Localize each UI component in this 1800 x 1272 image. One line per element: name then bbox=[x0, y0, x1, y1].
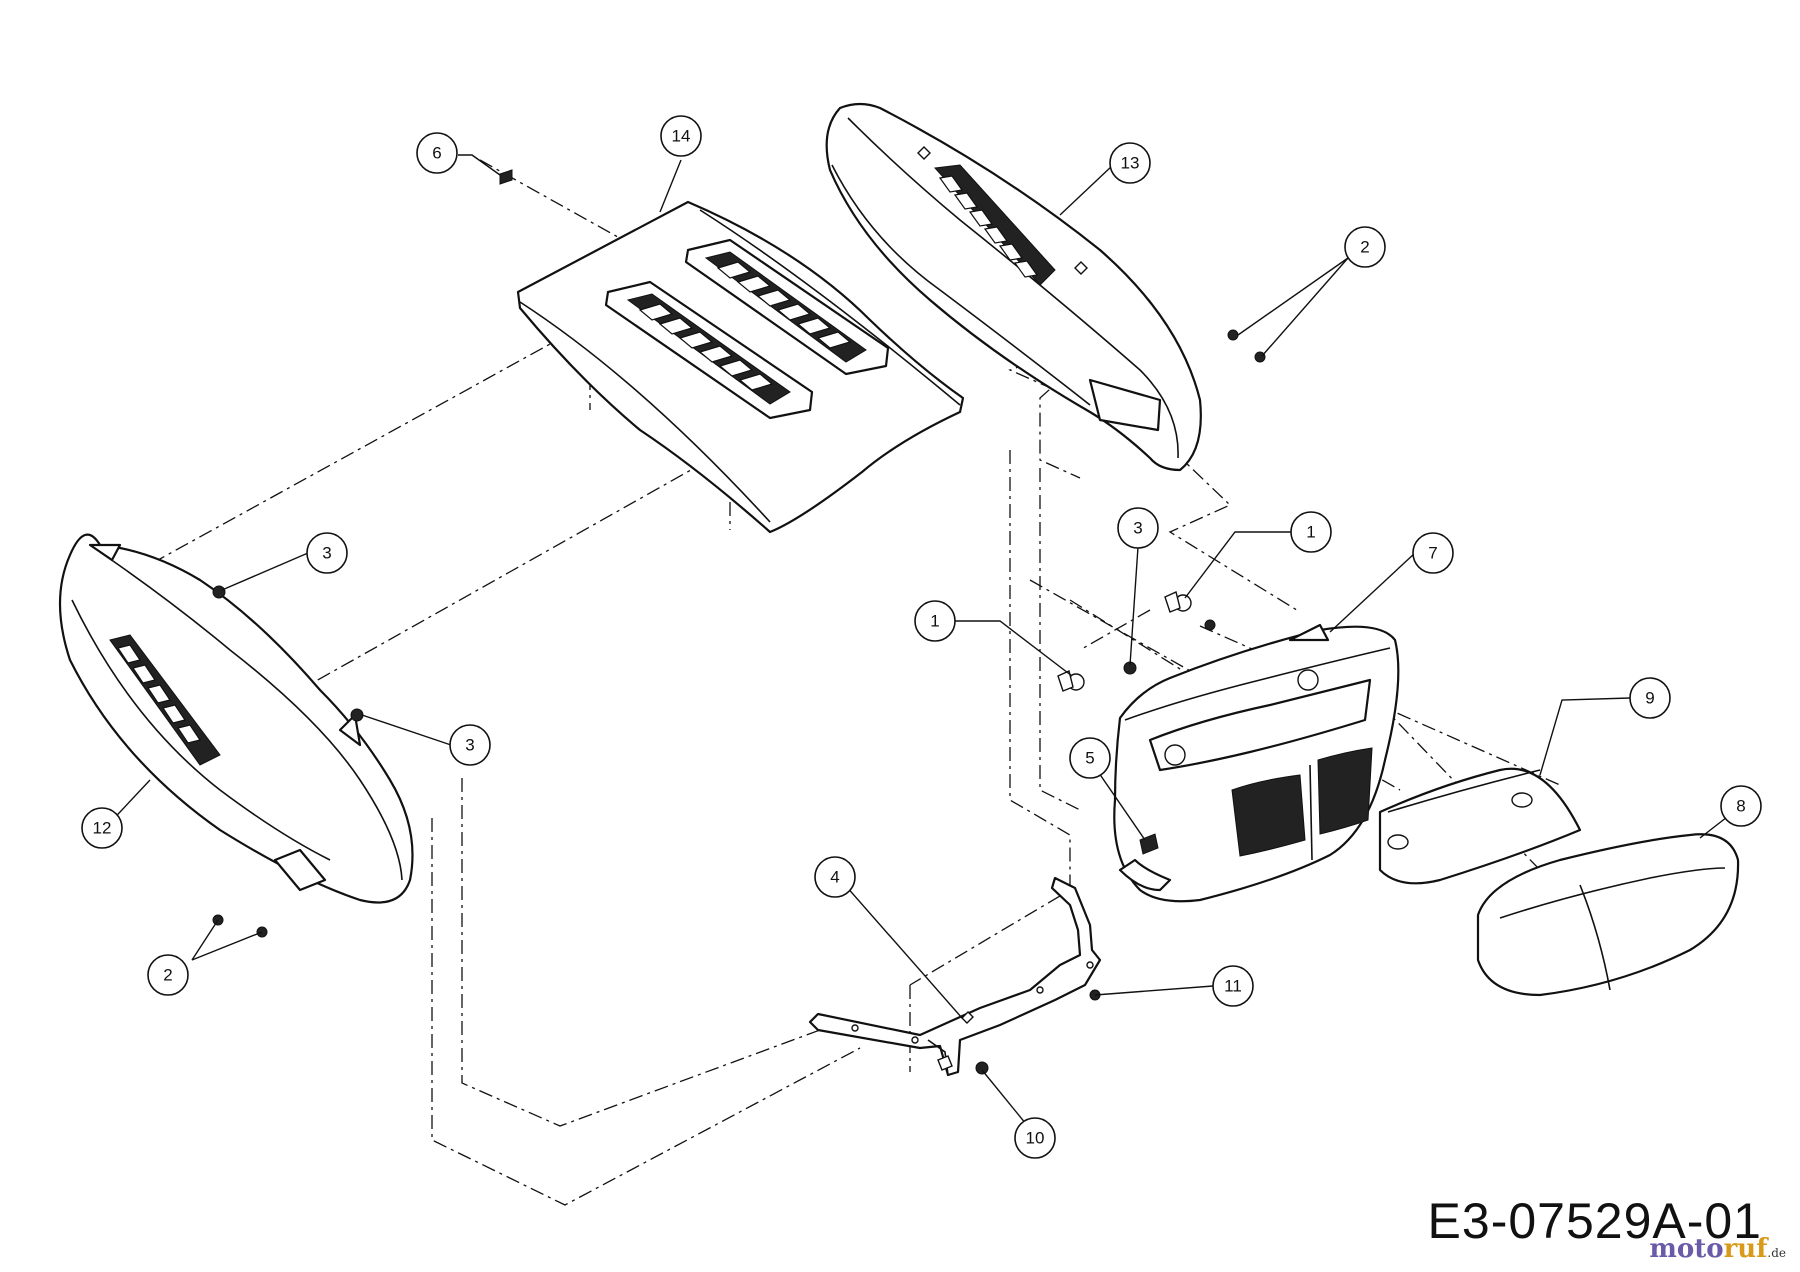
svg-text:11: 11 bbox=[1224, 977, 1242, 996]
svg-text:12: 12 bbox=[93, 819, 112, 838]
callout-2-upper: 2 bbox=[1344, 226, 1386, 268]
callout-1-lower: 1 bbox=[914, 600, 956, 642]
front-grille bbox=[1113, 623, 1400, 903]
svg-text:1: 1 bbox=[1306, 523, 1315, 542]
bolt-part-10-icon bbox=[975, 1061, 989, 1075]
callout-1-upper: 1 bbox=[1290, 511, 1332, 553]
watermark-logo: motoruf.de bbox=[1649, 1234, 1786, 1264]
push-clip-icon bbox=[1057, 670, 1085, 692]
grille-mesh-right bbox=[1317, 747, 1373, 835]
callouts: 14 6 13 2 3 3 3 1 1 7 9 8 5 12 2 4 11 10 bbox=[81, 115, 1762, 1159]
callout-9: 9 bbox=[1629, 677, 1671, 719]
svg-text:2: 2 bbox=[1360, 238, 1369, 257]
headlight-cover bbox=[1476, 833, 1740, 997]
svg-text:3: 3 bbox=[322, 544, 331, 563]
grille-support-bracket bbox=[808, 876, 1102, 1077]
bolt-part-4-icon bbox=[961, 1011, 974, 1024]
callout-7: 7 bbox=[1412, 532, 1454, 574]
svg-text:7: 7 bbox=[1428, 544, 1437, 563]
callout-11: 11 bbox=[1212, 965, 1254, 1007]
headlight-mount-icon bbox=[1164, 744, 1186, 766]
hood-top-panel bbox=[516, 200, 965, 534]
callout-12: 12 bbox=[81, 807, 123, 849]
callout-13: 13 bbox=[1109, 142, 1151, 184]
push-clip-icon bbox=[1164, 591, 1192, 613]
callout-10: 10 bbox=[1014, 1117, 1056, 1159]
svg-text:9: 9 bbox=[1645, 689, 1654, 708]
headlight-lens-strip bbox=[1378, 767, 1582, 885]
svg-text:10: 10 bbox=[1026, 1129, 1045, 1148]
svg-text:1: 1 bbox=[930, 612, 939, 631]
callout-3-left-top: 3 bbox=[306, 532, 348, 574]
hood-vent-right bbox=[704, 251, 867, 363]
panel-clip-icon bbox=[1074, 261, 1088, 275]
clip-part-6-icon bbox=[499, 169, 513, 185]
screw-icon bbox=[1227, 329, 1239, 341]
side-vent-right-panel bbox=[933, 164, 1056, 286]
grille-mesh-left bbox=[1231, 774, 1306, 857]
drawing-number: E3-07529A-01 bbox=[1427, 1193, 1762, 1249]
nut-icon bbox=[212, 585, 226, 599]
hardware-items bbox=[212, 169, 1266, 1075]
headlight-mount-icon bbox=[1297, 669, 1319, 691]
hood-vent-left bbox=[626, 293, 791, 405]
watermark-part-2: ruf bbox=[1723, 1234, 1768, 1264]
watermark-part-1: moto bbox=[1649, 1234, 1724, 1264]
side-vent-left-panel bbox=[109, 634, 221, 766]
bracket-hole-icon bbox=[937, 1055, 953, 1071]
watermark-part-3: .de bbox=[1767, 1246, 1786, 1260]
svg-text:3: 3 bbox=[1133, 519, 1142, 538]
callout-5: 5 bbox=[1069, 737, 1111, 779]
left-side-panel bbox=[58, 533, 414, 904]
svg-text:13: 13 bbox=[1121, 154, 1140, 173]
svg-text:8: 8 bbox=[1736, 797, 1745, 816]
callout-6: 6 bbox=[416, 132, 458, 174]
svg-text:5: 5 bbox=[1085, 749, 1094, 768]
svg-text:4: 4 bbox=[830, 868, 839, 887]
callout-leaders bbox=[104, 154, 1741, 1136]
callout-3-left-mid: 3 bbox=[449, 724, 491, 766]
panel-clip-icon bbox=[917, 146, 931, 160]
nut-icon bbox=[350, 708, 364, 722]
callout-8: 8 bbox=[1720, 785, 1762, 827]
svg-text:2: 2 bbox=[163, 966, 172, 985]
right-side-panel bbox=[825, 102, 1202, 472]
svg-text:14: 14 bbox=[672, 127, 691, 146]
callout-4: 4 bbox=[814, 856, 856, 898]
callout-3-front: 3 bbox=[1117, 507, 1159, 549]
callout-14: 14 bbox=[660, 115, 702, 157]
screw-icon bbox=[1204, 619, 1216, 631]
callout-2-lower: 2 bbox=[147, 954, 189, 996]
svg-text:3: 3 bbox=[465, 736, 474, 755]
svg-text:6: 6 bbox=[432, 144, 441, 163]
